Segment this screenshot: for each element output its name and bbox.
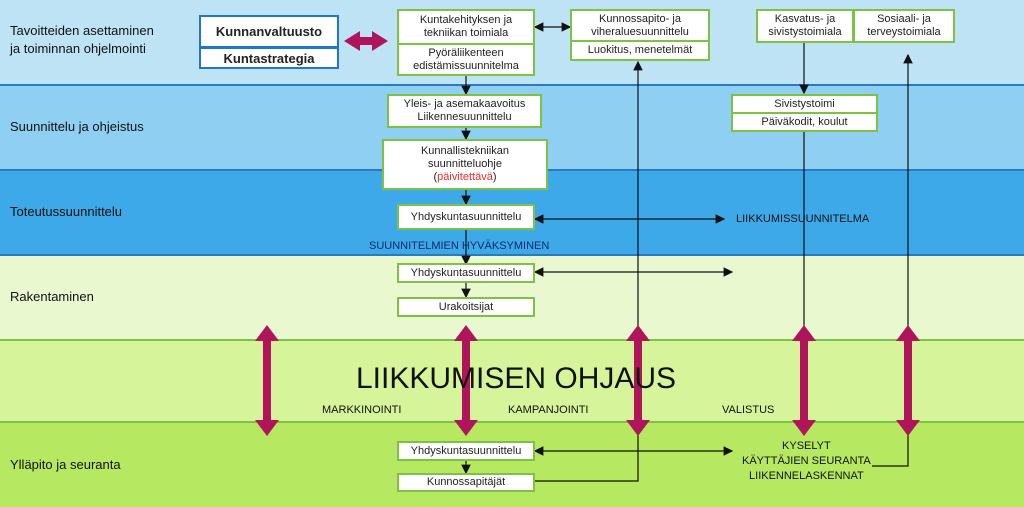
band-maintenance <box>0 422 1024 507</box>
paren-open: ( <box>433 171 438 183</box>
box-urakoitsijat: Urakoitsijat <box>397 297 535 317</box>
approval-label: SUUNNITELMIEN HYVÄKSYMINEN <box>369 240 550 252</box>
box-line: viheraluesuunnittelu <box>591 25 689 38</box>
monitoring-item: LIIKENNELASKENNAT <box>749 470 864 482</box>
box-kasvatus: Kasvatus- ja sivistystoimiala <box>756 9 854 43</box>
box-yhdyskuntasuunnittelu-3: Yhdyskuntasuunnittelu <box>397 441 535 461</box>
box-line: Sosiaali- ja <box>877 13 931 25</box>
box-kunnanvaltuusto: Kunnanvaltuusto <box>199 15 339 48</box>
box-line: Pyöräliikenteen <box>428 46 504 59</box>
band-guidance <box>0 340 1024 422</box>
box-yhdyskuntasuunnittelu-1: Yhdyskuntasuunnittelu <box>397 204 535 230</box>
connector-line <box>535 60 643 482</box>
box-kuntakehitys: Kuntakehityksen ja tekniikan toimiala <box>397 9 535 45</box>
box-kuntastrategia: Kuntastrategia <box>199 47 339 69</box>
paren-close: ) <box>492 171 497 183</box>
update-needed-label: päivitettävä <box>437 171 493 183</box>
headline: LIIKKUMISEN OHJAUS <box>356 362 677 395</box>
band-label-construction: Rakentaminen <box>10 289 94 304</box>
box-kunnossapito: Kunnossapito- ja viheraluesuunnittelu <box>570 9 710 42</box>
double-arrow-magenta <box>344 31 388 51</box>
box-line: tekniikan toimiala <box>423 27 509 39</box>
box-line: terveystoimiala <box>867 26 941 38</box>
band-label-line: Tavoitteiden asettaminen <box>10 23 154 38</box>
box-line: suunnitteluohje <box>427 158 502 170</box>
band-label-goals: Tavoitteiden asettaminen ja toiminnan oh… <box>10 22 154 58</box>
box-sosiaali: Sosiaali- ja terveystoimiala <box>853 9 955 43</box>
box-pyoraliikenne: Pyöräliikenteen edistämissuunnitelma <box>397 43 535 76</box>
box-sivistystoimi: Sivistystoimi <box>731 94 878 114</box>
monitoring-item: KÄYTTÄJIEN SEURANTA <box>742 455 871 467</box>
box-line: Kunnallistekniikan <box>420 145 510 157</box>
box-kaavoitus: Yleis- ja asemakaavoitus Liikennesuunnit… <box>387 94 542 128</box>
band-label-planning: Suunnittelu ja ohjeistus <box>10 119 144 134</box>
box-paivakodit: Päiväkodit, koulut <box>731 112 878 132</box>
connector-line <box>872 53 913 467</box>
vertical-double-arrows <box>255 325 920 436</box>
band-separator <box>0 254 1024 256</box>
band-separator <box>0 339 1024 341</box>
band-separator <box>0 84 1024 86</box>
label-valistus: VALISTUS <box>722 404 775 416</box>
band-label-implementation: Toteutussuunnittelu <box>10 204 123 219</box>
monitoring-item: KYSELYT <box>782 440 831 452</box>
label-kampanjointi: KAMPANJOINTI <box>508 404 589 416</box>
box-luokitus: Luokitus, menetelmät <box>570 40 710 61</box>
label-markkinointi: MARKKINOINTI <box>322 404 402 416</box>
box-line: Liikennesuunnittelu <box>417 111 512 123</box>
band-label-maintenance: Ylläpito ja seuranta <box>10 457 121 472</box>
box-line: edistämissuunnitelma <box>413 59 519 72</box>
box-line: Yleis- ja asemakaavoitus <box>403 98 526 110</box>
box-line: (päivitettävä) <box>434 171 497 184</box>
box-yhdyskuntasuunnittelu-2: Yhdyskuntasuunnittelu <box>397 263 535 283</box>
box-kunnallistekniikka: Kunnallistekniikan suunnitteluohje (päiv… <box>382 139 548 190</box>
liikkumissuunnitelma-label: LIIKKUMISSUUNNITELMA <box>736 213 870 225</box>
band-label-line: ja toiminnan ohjelmointi <box>10 41 146 56</box>
band-separator <box>0 421 1024 423</box>
box-line: Kunnossapito- ja <box>599 12 681 25</box>
box-line: Kasvatus- ja <box>774 13 836 25</box>
box-line: Kuntakehityksen ja <box>419 14 513 26</box>
monitoring-list: KYSELYT KÄYTTÄJIEN SEURANTA LIIKENNELASK… <box>742 439 871 484</box>
box-line: sivistystoimiala <box>768 26 842 38</box>
box-kunnossapitajat: Kunnossapitäjät <box>397 473 535 492</box>
